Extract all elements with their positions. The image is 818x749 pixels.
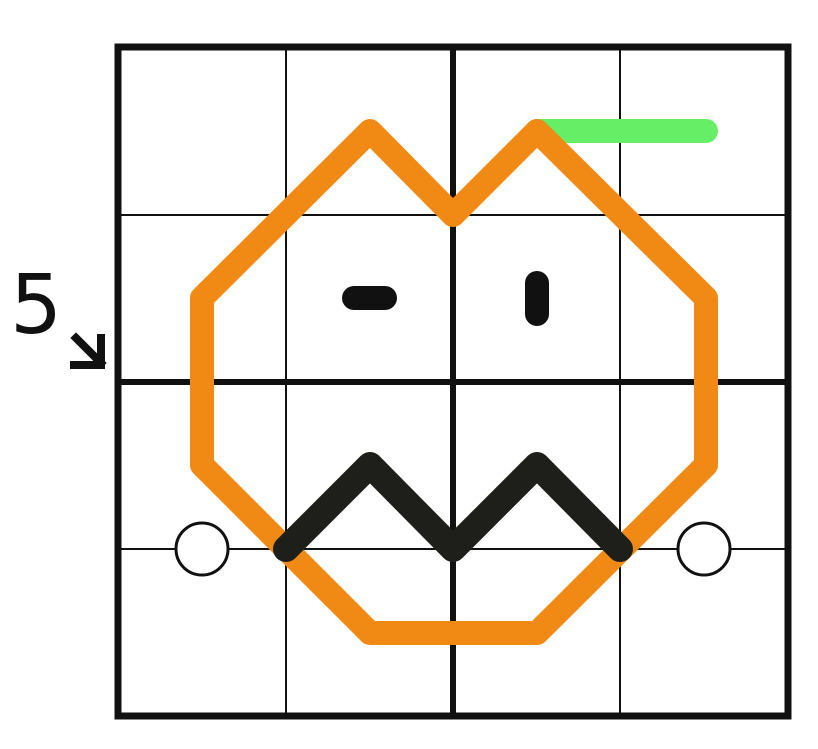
arrow-down-right-icon (70, 332, 107, 369)
clue-number: 5 (10, 258, 62, 353)
box-lines (118, 47, 788, 716)
circle-marker-left (174, 521, 230, 577)
black-zigzag-line (273, 452, 633, 562)
orange-line (190, 119, 718, 645)
circle-marker-right (676, 521, 732, 577)
grid-border (114, 43, 792, 720)
